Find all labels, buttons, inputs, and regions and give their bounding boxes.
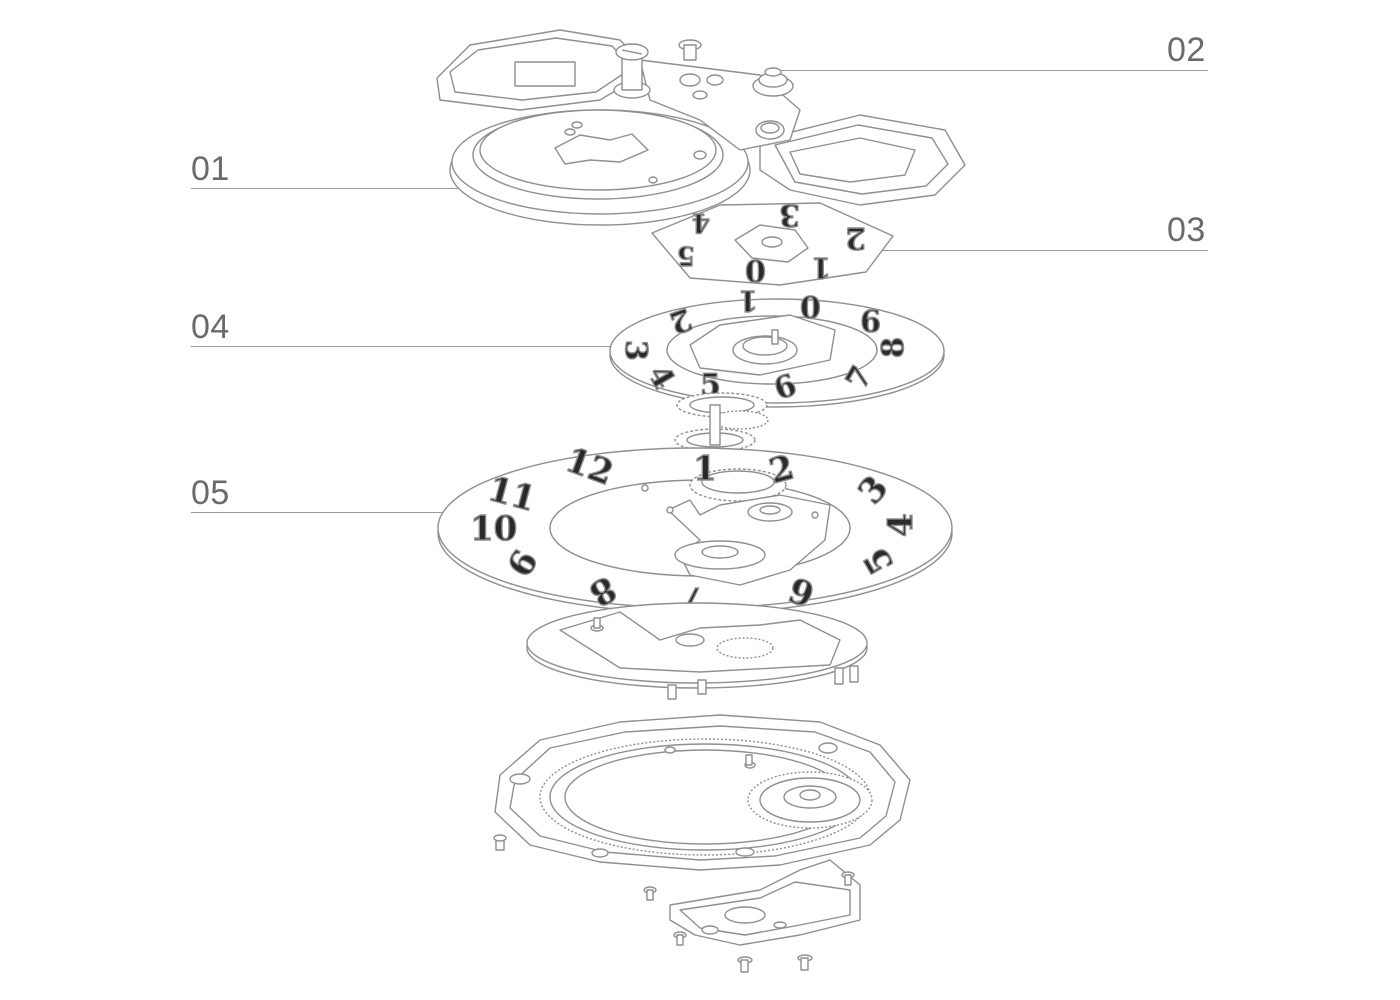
callout-01-line [191,188,511,189]
callout-05-label: 05 [191,474,230,512]
callout-05-line [191,512,451,513]
disc-04-numeral-3: 3 [618,340,653,361]
base-plate [526,602,868,700]
callout-03-line [858,250,1208,251]
disc-04-numeral-1: 1 [739,284,758,317]
callout-04-label: 04 [191,308,230,346]
part-01-top-bridge [436,29,966,226]
bottom-bridge [643,859,861,973]
disc-03-numeral-3: 3 [779,197,800,232]
disc-03-numeral-5: 5 [677,240,695,270]
disc-03-numeral-0: 0 [745,255,766,290]
disc-05-numeral-1: 1 [693,449,717,489]
callout-03-label: 03 [1167,211,1206,249]
part-04-units-disc: 0 1 2 3 4 5 6 7 8 9 [609,283,945,408]
disc-05-numeral-10: 10 [470,509,517,549]
disc-05-numeral-4: 4 [881,513,921,537]
disc-03-numeral-1: 1 [812,251,831,284]
callout-01-label: 01 [191,150,230,188]
disc-03-numeral-4: 4 [692,207,710,237]
disc-04-numeral-0: 0 [800,291,821,326]
callout-02-label: 02 [1167,31,1206,69]
part-05-hour-ring: 1 2 3 4 5 6 7 8 9 10 11 12 [437,439,953,620]
disc-04-numeral-9: 9 [860,302,881,337]
case-ring-with-gear [493,714,911,871]
callout-04-line [191,346,611,347]
callout-02-line [780,70,1208,71]
gear-train-upper [674,392,769,452]
disc-03-numeral-2: 2 [845,220,866,255]
part-03-hexagonal-disc: 3 4 5 0 1 2 [651,196,894,291]
disc-04-numeral-8: 8 [876,337,911,358]
